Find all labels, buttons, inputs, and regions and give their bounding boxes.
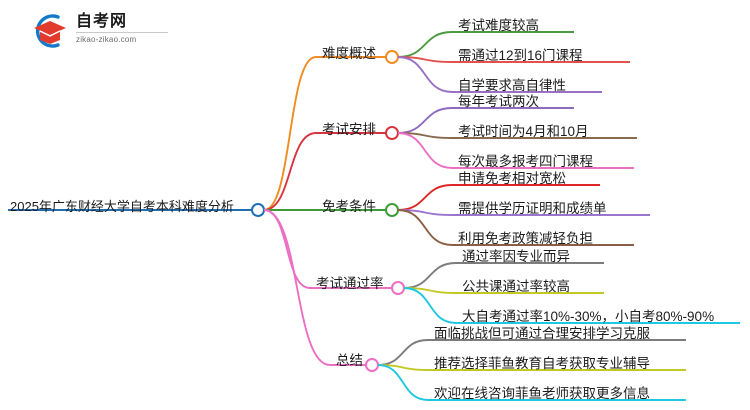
logo-mark-icon — [34, 14, 66, 48]
branch-node-circle-1 — [385, 50, 399, 64]
leaf-connector-5-3 — [377, 364, 429, 401]
branch-trunk-2 — [263, 132, 317, 211]
logo-subtitle: zikao-zikao.com — [76, 35, 137, 44]
branch-label-2[interactable]: 考试安排 — [322, 122, 376, 137]
leaf-label-1-1[interactable]: 考试难度较高 — [458, 18, 539, 33]
logo-text: 自考网 zikao-zikao.com — [76, 12, 168, 44]
leaf-label-1-3[interactable]: 自学要求高自律性 — [458, 78, 566, 93]
leaf-label-3-2[interactable]: 需提供学历证明和成绩单 — [458, 201, 607, 216]
leaf-label-4-2[interactable]: 公共课通过率较高 — [462, 279, 570, 294]
leaf-connector-5-1 — [377, 339, 429, 366]
branch-label-1[interactable]: 难度概述 — [322, 46, 376, 61]
branch-label-4[interactable]: 考试通过率 — [316, 276, 384, 291]
leaf-connector-3-3 — [397, 209, 453, 246]
logo-title: 自考网 — [76, 12, 168, 33]
leaf-connector-2-1 — [397, 107, 453, 134]
root-node-circle — [251, 203, 265, 217]
leaf-connector-1-3 — [397, 56, 453, 93]
leaf-label-4-3[interactable]: 大自考通过率10%-30%，小自考80%-90% — [462, 309, 715, 324]
leaf-connector-4-1 — [403, 262, 457, 289]
leaf-label-5-3[interactable]: 欢迎在线咨询菲鱼老师获取更多信息 — [434, 386, 650, 401]
leaf-label-5-1[interactable]: 面临挑战但可通过合理安排学习克服 — [434, 326, 650, 341]
branch-trunk-4 — [263, 209, 311, 289]
leaf-label-3-3[interactable]: 利用免考政策减轻负担 — [458, 231, 593, 246]
leaf-label-4-1[interactable]: 通过率因专业而异 — [462, 249, 570, 264]
leaf-label-3-1[interactable]: 申请免考相对宽松 — [458, 171, 566, 186]
leaf-label-5-2[interactable]: 推荐选择菲鱼教育自考获取专业辅导 — [434, 356, 650, 371]
branch-node-circle-5 — [365, 358, 379, 372]
branch-node-circle-2 — [385, 126, 399, 140]
branch-node-circle-4 — [391, 281, 405, 295]
root-node-label[interactable]: 2025年广东财经大学自考本科难度分析 — [10, 199, 234, 214]
leaf-connector-2-3 — [397, 132, 453, 169]
leaf-label-2-1[interactable]: 每年考试两次 — [458, 94, 539, 109]
branch-label-3[interactable]: 免考条件 — [322, 199, 376, 214]
leaf-label-2-2[interactable]: 考试时间为4月和10月 — [458, 124, 589, 139]
site-logo: 自考网 zikao-zikao.com — [28, 10, 168, 52]
leaf-connector-1-1 — [397, 31, 453, 58]
leaf-label-2-3[interactable]: 每次最多报考四门课程 — [458, 154, 593, 169]
branch-trunk-5 — [263, 209, 331, 366]
branch-trunk-1 — [263, 56, 317, 211]
leaf-label-1-2[interactable]: 需通过12到16门课程 — [458, 48, 583, 63]
branch-node-circle-3 — [385, 203, 399, 217]
branch-label-5[interactable]: 总结 — [336, 353, 363, 368]
leaf-connector-4-3 — [403, 287, 457, 324]
leaf-connector-3-1 — [397, 184, 453, 211]
